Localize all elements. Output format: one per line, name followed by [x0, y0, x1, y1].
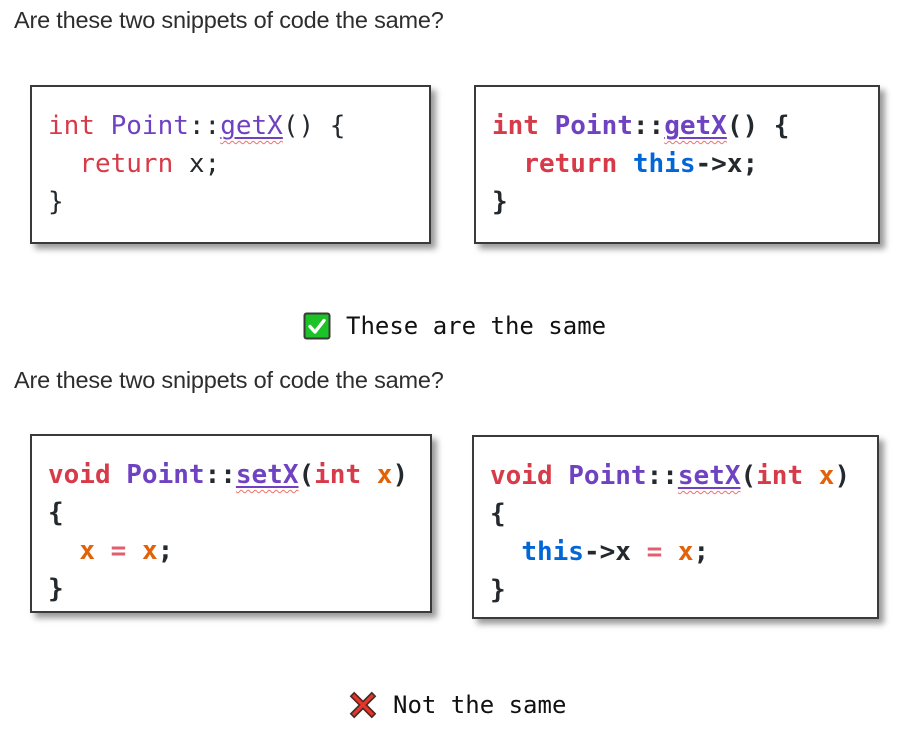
question-title-2: Are these two snippets of code the same?: [14, 367, 444, 393]
code-token-type: Point: [126, 460, 205, 490]
code-token-plain: [803, 461, 819, 491]
function-name-token: getX: [220, 111, 283, 141]
code-box-getx-without-this: int Point::getX() { return x;}: [30, 85, 431, 244]
code-token-plain: [95, 111, 111, 141]
code-line: void Point::setX(int x): [48, 456, 416, 494]
code-token-type: Point: [110, 111, 189, 141]
code-token-kw: int: [756, 461, 804, 491]
code-token-kw: int: [492, 111, 539, 141]
code-token-this: this: [632, 149, 696, 179]
code-token-plain: x;: [173, 149, 221, 179]
code-token-plain: ->x: [583, 537, 631, 567]
code-token-plain: [126, 536, 142, 566]
code-line: int Point::getX() {: [48, 107, 415, 145]
code-token-plain: (: [298, 460, 315, 490]
code-line: {: [490, 495, 863, 533]
code-token-plain: ->x;: [695, 149, 759, 179]
code-token-var: x: [677, 537, 694, 567]
code-token-plain: ::: [632, 111, 665, 141]
code-token-plain: [539, 111, 555, 141]
verdict-same-label: These are the same: [346, 312, 607, 340]
code-token-plain: [48, 536, 79, 566]
code-token-plain: {: [48, 498, 64, 528]
function-name-token: setX: [677, 461, 741, 491]
code-token-kw: int: [48, 111, 95, 141]
code-token-kw: void: [490, 461, 553, 491]
code-line: this->x = x;: [490, 533, 863, 571]
code-token-plain: () {: [282, 111, 346, 141]
code-token-plain: }: [492, 187, 508, 217]
code-token-plain: ::: [204, 460, 236, 490]
code-snippet-setx-without-this: void Point::setX(int x){ x = x;}: [32, 436, 430, 608]
code-token-plain: [662, 537, 678, 567]
code-token-plain: [361, 460, 377, 490]
code-token-plain: [553, 461, 569, 491]
code-token-plain: [111, 460, 127, 490]
code-token-kw: int: [314, 460, 362, 490]
code-token-plain: {: [490, 499, 506, 529]
code-line: int Point::getX() {: [492, 107, 864, 145]
code-token-kw: return: [523, 149, 618, 179]
code-token-plain: () {: [726, 111, 790, 141]
code-line: }: [48, 570, 416, 608]
code-snippet-getx-without-this: int Point::getX() { return x;}: [32, 87, 429, 221]
code-box-getx-with-this: int Point::getX() { return this->x;}: [474, 85, 880, 244]
code-snippet-setx-with-this: void Point::setX(int x){ this->x = x;}: [474, 437, 877, 609]
code-token-op: =: [110, 536, 127, 566]
green-check-icon: [303, 312, 331, 340]
code-line: void Point::setX(int x): [490, 457, 863, 495]
code-token-plain: [617, 149, 633, 179]
code-token-plain: }: [48, 574, 64, 604]
code-line: }: [48, 183, 415, 221]
code-token-plain: ;: [157, 536, 174, 566]
code-box-setx-without-this: void Point::setX(int x){ x = x;}: [30, 434, 432, 613]
function-name-token: getX: [664, 111, 727, 141]
code-token-plain: ;: [693, 537, 710, 567]
code-token-plain: [631, 537, 647, 567]
verdict-different: Not the same: [348, 690, 566, 720]
code-line: {: [48, 494, 416, 532]
code-token-op: =: [646, 537, 663, 567]
code-token-plain: ): [392, 460, 409, 490]
code-snippet-getx-with-this: int Point::getX() { return this->x;}: [476, 87, 878, 221]
code-token-var: x: [141, 536, 158, 566]
code-token-plain: [490, 537, 521, 567]
code-token-plain: }: [490, 575, 506, 605]
verdict-same: These are the same: [303, 312, 606, 340]
code-token-plain: (: [740, 461, 757, 491]
verdict-different-label: Not the same: [393, 691, 567, 719]
code-box-setx-with-this: void Point::setX(int x){ this->x = x;}: [472, 435, 879, 619]
code-token-kw: void: [48, 460, 111, 490]
code-token-plain: [48, 149, 79, 179]
code-token-plain: [492, 149, 523, 179]
question-title-1: Are these two snippets of code the same?: [14, 7, 444, 33]
code-token-kw: return: [79, 149, 174, 179]
code-token-plain: ): [834, 461, 851, 491]
code-line: x = x;: [48, 532, 416, 570]
code-token-var: x: [376, 460, 393, 490]
code-token-plain: ::: [188, 111, 221, 141]
code-line: }: [490, 571, 863, 609]
code-token-type: Point: [568, 461, 647, 491]
code-token-var: x: [818, 461, 835, 491]
code-token-plain: }: [48, 187, 64, 217]
code-line: return this->x;: [492, 145, 864, 183]
code-line: return x;: [48, 145, 415, 183]
code-token-this: this: [521, 537, 584, 567]
code-token-var: x: [79, 536, 95, 566]
code-token-plain: ::: [646, 461, 678, 491]
function-name-token: setX: [235, 460, 299, 490]
red-cross-icon: [349, 691, 377, 719]
code-line: }: [492, 183, 864, 221]
code-token-plain: [95, 536, 111, 566]
code-token-type: Point: [554, 111, 633, 141]
